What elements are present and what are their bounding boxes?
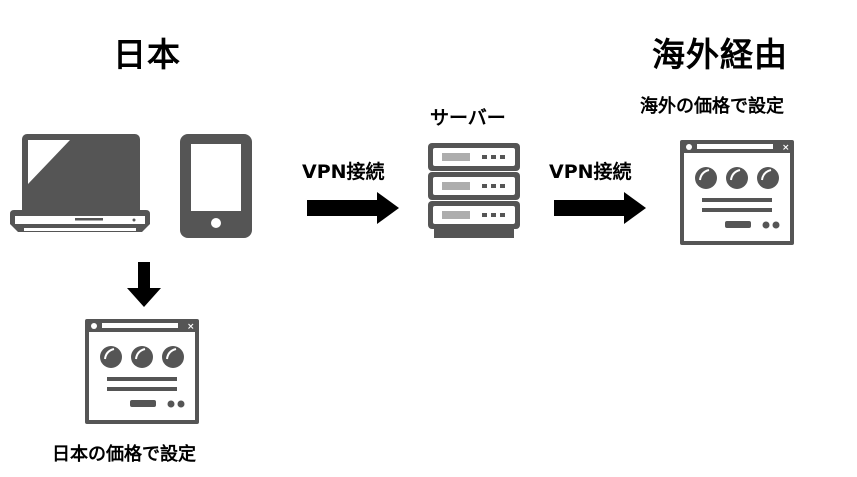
browser-window-japan-icon: ×	[85, 319, 200, 425]
browser-window-overseas-icon: ×	[680, 140, 795, 246]
laptop-icon	[8, 132, 152, 240]
server-icon	[428, 143, 520, 241]
smartphone-icon	[180, 134, 252, 240]
japan-title: 日本	[113, 35, 181, 74]
svg-text:×: ×	[782, 143, 790, 153]
down-arrow-icon	[127, 262, 161, 308]
vpn-connection-label-2: VPN接続	[549, 161, 632, 183]
server-label: サーバー	[430, 107, 506, 129]
vpn-connection-label-1: VPN接続	[302, 161, 385, 183]
overseas-price-caption: 海外の価格で設定	[640, 96, 784, 117]
right-arrow-icon-1	[307, 192, 399, 224]
japan-price-caption: 日本の価格で設定	[52, 444, 196, 465]
right-arrow-icon-2	[554, 192, 646, 224]
svg-text:×: ×	[187, 322, 195, 332]
overseas-title: 海外経由	[652, 35, 788, 74]
